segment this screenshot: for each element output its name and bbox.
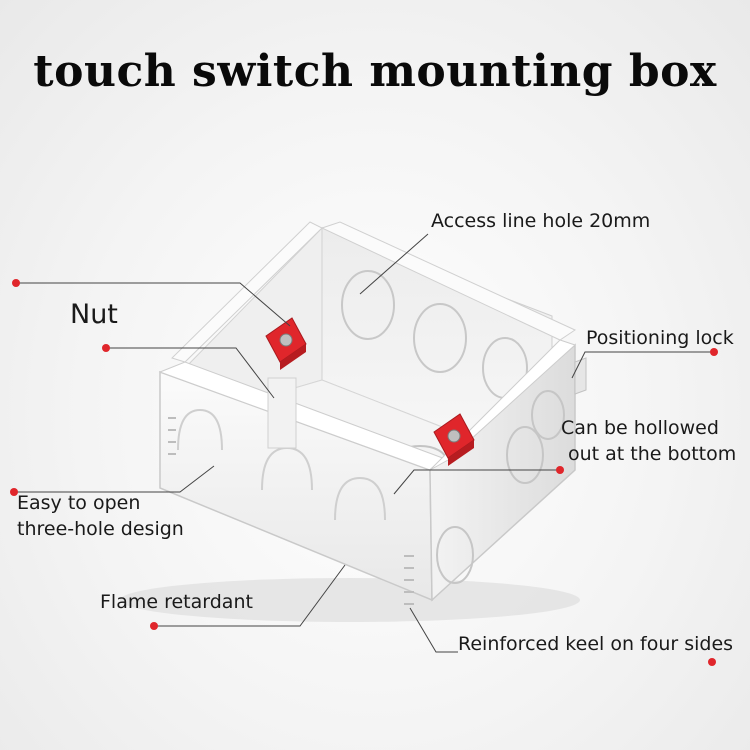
label-hollowed-line1: Can be hollowed: [561, 417, 719, 439]
leader-nut-side: [106, 347, 275, 399]
positioning-lock-tab: [574, 357, 587, 395]
page-title: touch switch mounting box: [33, 46, 717, 97]
leader-dot: [102, 344, 110, 352]
leader-dot: [12, 279, 20, 287]
label-keel: Reinforced keel on four sides: [458, 633, 734, 655]
leader-dot: [10, 488, 18, 496]
reinforced-keel: [168, 417, 414, 605]
leader-hollowed: [393, 469, 560, 495]
label-positioning-lock: Positioning lock: [586, 327, 734, 349]
box-shadow: [120, 578, 580, 622]
screw-post: [267, 377, 297, 449]
label-hollowed-line2: out at the bottom: [568, 443, 737, 465]
knockout-hole: [341, 270, 395, 340]
leader-dot: [710, 348, 718, 356]
leader-easy-open: [14, 465, 215, 493]
leader-flame: [154, 564, 346, 627]
nut-right: [433, 413, 475, 466]
leader-nut-top: [16, 282, 291, 327]
mounting-box: [158, 221, 587, 605]
label-flame: Flame retardant: [100, 591, 253, 613]
leader-dot: [708, 658, 716, 666]
label-easy-open-line1: Easy to open: [17, 492, 141, 514]
label-easy-open-line2: three-hole design: [17, 518, 184, 540]
leader-access-hole: [359, 233, 429, 295]
label-nut: Nut: [70, 299, 118, 330]
leader-keel: [409, 607, 458, 653]
label-access-hole: Access line hole 20mm: [431, 210, 651, 232]
knockout-hole: [413, 303, 467, 373]
leader-dot: [150, 622, 158, 630]
leader-positioning-lock: [571, 351, 714, 379]
nut-left: [265, 317, 307, 370]
leader-dot: [556, 466, 564, 474]
